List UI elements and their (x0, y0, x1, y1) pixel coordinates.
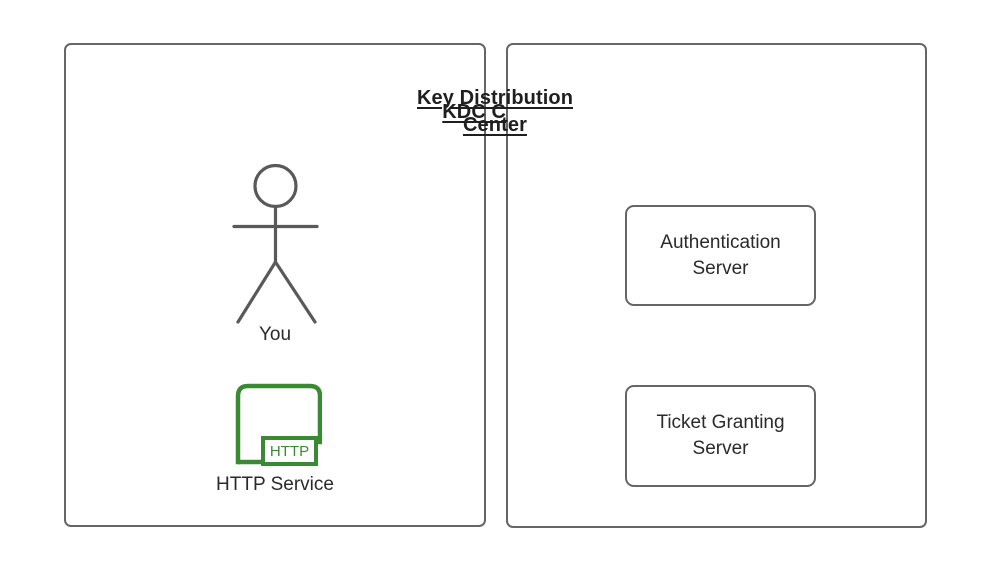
panel-title-kdc-line2: Center (463, 114, 527, 136)
authentication-server-label-line2: Server (692, 257, 749, 279)
authentication-server-label-line1: Authentication (660, 231, 781, 253)
panel-title-kdc-line1: Key Distribution (416, 87, 574, 109)
ticket-granting-server-label-line1: Ticket Granting (656, 412, 785, 433)
panel-title-key-distribution-center: Key Distribution Center (0, 85, 990, 139)
http-icon-text: HTTP (270, 443, 309, 460)
http-service-icon[interactable]: HTTP (230, 380, 322, 470)
node-authentication-server[interactable]: Authentication Server (625, 205, 816, 306)
stick-figure-actor-icon[interactable] (225, 158, 327, 330)
label-http-service: HTTP Service (216, 474, 334, 495)
node-ticket-granting-server[interactable]: Ticket Granting Server (625, 385, 816, 487)
ticket-granting-server-label-line2: Server (692, 438, 749, 459)
label-you: You (258, 324, 292, 345)
